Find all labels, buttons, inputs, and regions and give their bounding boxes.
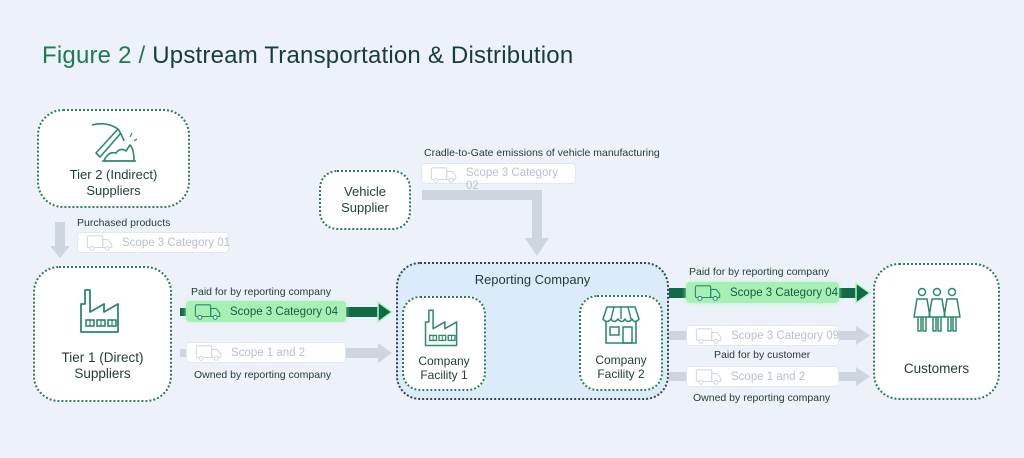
tier1-label-line2: Suppliers [74,366,131,381]
outbound-scope3-cat09-pill: Scope 3 Category 09 [686,325,839,346]
truck-icon [430,166,458,184]
arrow-outbound-owned [669,367,870,386]
tier1-suppliers-node: Tier 1 (Direct) Suppliers [33,266,172,402]
tier2-label-line1: Tier 2 (Indirect) [69,166,158,182]
people-icon [912,287,961,332]
inbound-scope3-cat04-pill: Scope 3 Category 04 [186,301,346,322]
inbound-owned-caption: Owned by reporting company [194,369,332,381]
facility1-label-line1: Company [418,353,470,368]
reporting-company-title: Reporting Company [474,272,591,287]
arrow-outbound-customer [669,326,870,345]
scope3-cat02-line2: 02 [466,180,479,192]
company-facility2-node: Company Facility 2 [579,295,663,391]
arrow-inbound-paid [180,300,394,324]
pickaxe-icon [91,122,137,162]
outbound-scope12-label: Scope 1 and 2 [731,370,806,383]
truck-icon [194,303,222,321]
truck-icon [694,284,722,302]
store-icon [602,306,640,344]
inbound-scope3-cat04-label: Scope 3 Category 04 [230,305,339,318]
truck-icon [695,368,723,386]
outbound-scope3-cat09-label: Scope 3 Category 09 [731,329,840,342]
scope3-cat02-line1: Scope 3 Category [466,167,559,179]
tier2-suppliers-node: Tier 2 (Indirect) Suppliers [37,109,190,208]
vehicle-label-line1: Vehicle [344,184,386,199]
outbound-owned-caption: Owned by reporting company [693,392,831,404]
facility2-label-line2: Facility 2 [597,367,645,381]
outbound-scope3-cat04-pill: Scope 3 Category 04 [686,282,839,303]
tier2-label-line2: Suppliers [86,182,141,198]
vehicle-supplier-node: Vehicle Supplier [319,170,411,230]
inbound-scope12-label: Scope 1 and 2 [231,346,306,359]
vehicle-caption: Cradle-to-Gate emissions of vehicle manu… [424,147,660,159]
outbound-paid-caption: Paid for by reporting company [689,266,830,278]
facility2-label-line1: Company [595,353,647,367]
scope3-cat02-label: Scope 3 Category 02 [466,167,558,193]
page-title: Figure 2 / Upstream Transportation & Dis… [42,42,573,70]
scope3-cat01-label: Scope 3 Category 01 [122,236,231,249]
factory-icon [78,286,128,334]
figure-number: Figure 2 / [42,42,146,69]
facility1-label-line2: Facility 1 [420,367,468,382]
tier1-label-line1: Tier 1 (Direct) [61,350,144,365]
company-facility1-node: Company Facility 1 [402,296,486,391]
truck-icon [86,234,114,252]
inbound-scope12-pill: Scope 1 and 2 [186,342,346,363]
purchased-products-caption: Purchased products [77,217,171,229]
scope3-cat02-pill: Scope 3 Category 02 [421,163,576,192]
truck-icon [195,344,223,362]
outbound-scope12-pill: Scope 1 and 2 [686,366,839,387]
arrow-vehicle-to-reporting [422,190,549,256]
arrow-tier2-to-tier1 [50,222,70,258]
outbound-customer-caption: Paid for by customer [714,349,811,361]
inbound-paid-caption: Paid for by reporting company [191,286,332,298]
arrow-inbound-owned [180,343,392,363]
factory-icon [423,306,465,348]
outbound-scope3-cat04-label: Scope 3 Category 04 [730,286,839,299]
customers-node: Customers [873,263,1000,400]
truck-icon [695,327,723,345]
customers-label: Customers [903,360,970,376]
vehicle-label-line2: Supplier [341,200,389,215]
figure-title: Upstream Transportation & Distribution [152,42,574,69]
scope3-cat01-pill: Scope 3 Category 01 [77,232,231,253]
arrow-outbound-paid [669,281,872,305]
